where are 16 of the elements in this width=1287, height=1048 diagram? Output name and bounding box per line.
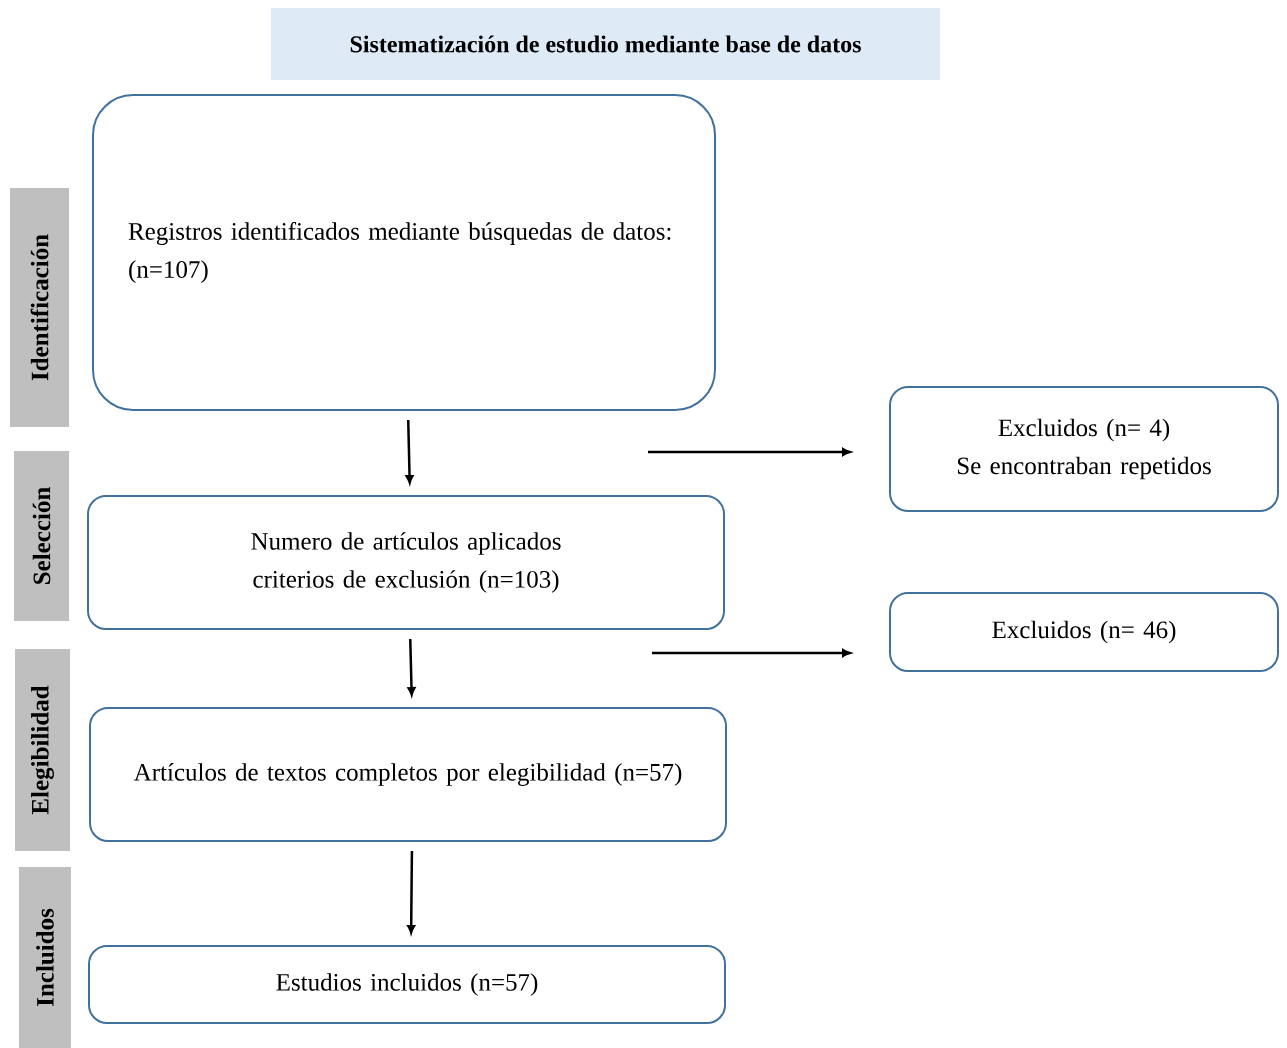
process-box: Excluidos (n= 46) [889, 592, 1279, 672]
process-box: Artículos de textos completos por elegibilidad (n=57) [89, 707, 727, 842]
title-banner: Sistematización de estudio mediante base de datos [271, 8, 940, 80]
arrow [407, 638, 416, 696]
arrow [407, 850, 416, 934]
stage-band: Identificación [10, 188, 69, 427]
stage-band: Selección [14, 451, 69, 621]
stage-band: Incluidos [19, 867, 71, 1048]
process-box: Excluidos (n= 4) Se encontraban repetidos [889, 386, 1279, 512]
arrow [648, 448, 851, 456]
process-box: Estudios incluidos (n=57) [88, 945, 726, 1024]
stage-band: Elegibilidad [15, 649, 70, 851]
process-box: Registros identificados mediante búsquedas de datos: (n=107) [92, 94, 716, 411]
arrow [405, 419, 414, 484]
process-box: Numero de artículos aplicados criterios de exclusión (n=103) [87, 495, 725, 630]
arrow [652, 649, 851, 657]
